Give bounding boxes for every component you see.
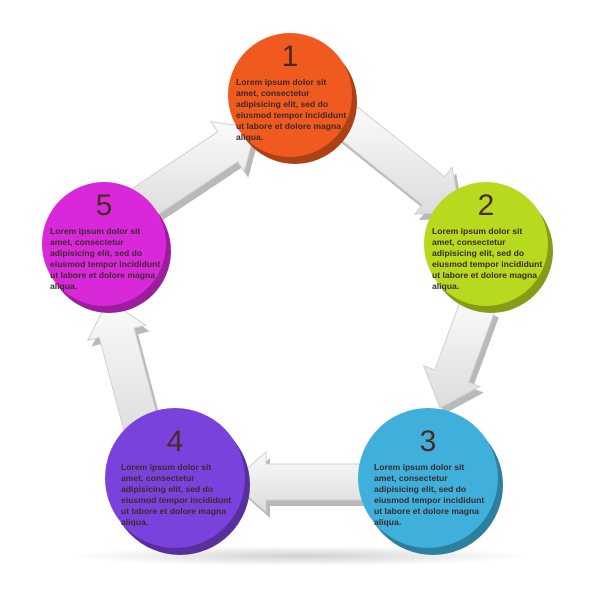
step-text: Lorem ipsum dolor sit amet, consectetur … [121,462,232,527]
step-circle-1 [228,33,357,164]
step-number: 4 [166,425,184,458]
step-circle-5 [42,182,171,313]
step-text: Lorem ipsum dolor sit amet, consectetur … [432,226,543,291]
step-text: Lorem ipsum dolor sit amet, consectetur … [374,462,485,527]
step-number: 3 [419,425,437,458]
step-number: 2 [477,189,495,222]
step-text: Lorem ipsum dolor sit amet, consectetur … [236,77,347,142]
flow-arrow [422,298,496,409]
step-text: Lorem ipsum dolor sit amet, consectetur … [50,226,161,291]
flow-arrow [86,299,164,446]
step-number: 1 [281,40,299,73]
step-circle-2 [424,182,553,313]
step-circle-4 [105,408,250,555]
flow-arrow [231,450,369,514]
step-number: 5 [95,189,113,222]
step-circle-3 [358,408,503,555]
flow-arrow [129,121,257,221]
flow-arrow [333,105,461,215]
